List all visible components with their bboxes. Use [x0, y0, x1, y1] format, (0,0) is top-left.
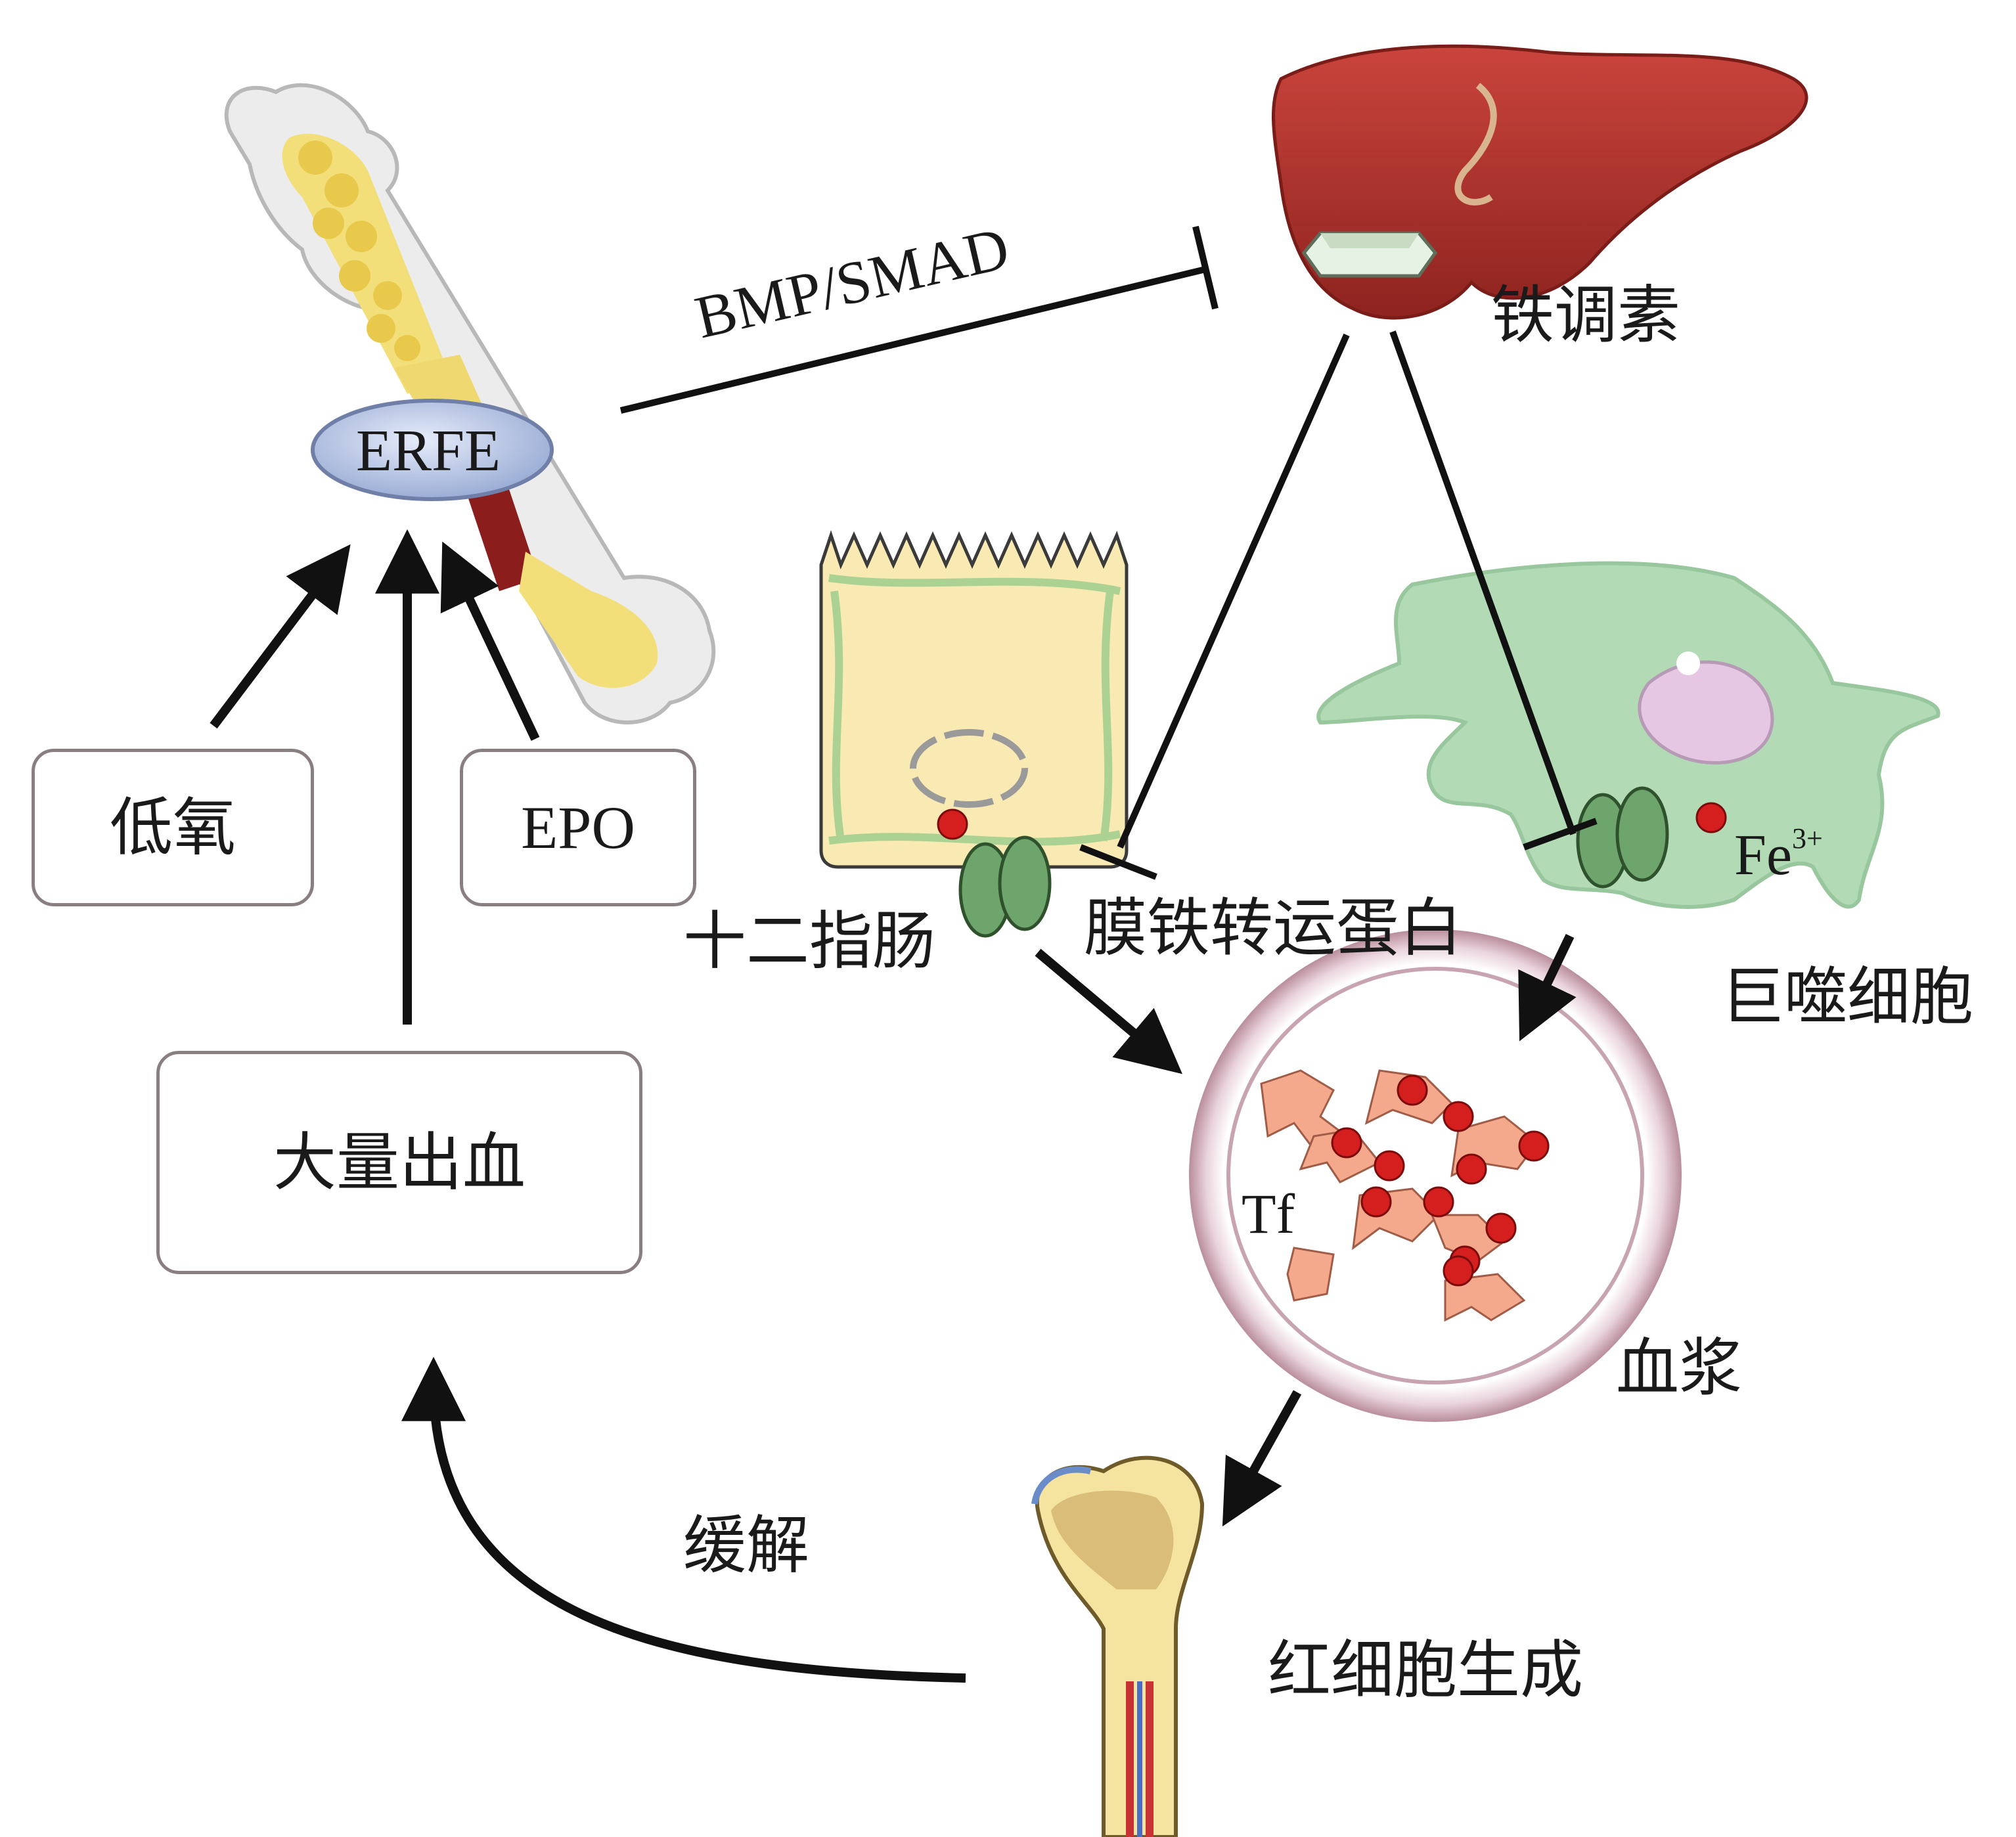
fe-symbol: Fe: [1734, 824, 1792, 887]
arrows: [210, 529, 1577, 1683]
hypoxia-to-erfe-arrow: [210, 544, 351, 729]
hepcidin-label: 铁调素: [1491, 278, 1680, 352]
ferroportin-macrophage-icon: [1576, 786, 1669, 889]
macrophage-illustration: [1316, 561, 1940, 909]
hepcidin-inhibits-duodenum-bar: [1079, 844, 1157, 880]
epo-label: EPO: [521, 794, 635, 861]
iron-atoms-plasma: [1331, 1074, 1550, 1287]
erfe-inhibits-hepcidin-bar: [1192, 225, 1219, 310]
macrophage-to-plasma-arrow: [1518, 933, 1577, 1042]
hepcidin-inhibits-duodenum-line: [1117, 333, 1350, 849]
epo-box: EPO: [460, 749, 696, 906]
relief-curve-arrow: [401, 1356, 966, 1683]
erfe-oval: [311, 399, 554, 501]
erythropoiesis-label: 红细胞生成: [1268, 1633, 1583, 1707]
massive-bleeding-box: 大量出血: [156, 1051, 642, 1274]
plasma-label: 血浆: [1616, 1331, 1742, 1405]
hepcidin-inhibits-macrophage-line: [1389, 330, 1577, 835]
ferroportin-duodenum-icon: [958, 835, 1052, 938]
ferroportin-label: 膜铁转运蛋白: [1084, 891, 1462, 965]
duodenum-cell-illustration: [819, 530, 1129, 869]
plasma-to-erythropoiesis-arrow: [1222, 1390, 1302, 1527]
erfe-label: ERFE: [356, 418, 501, 483]
inhibition-lines: [619, 225, 1598, 880]
bone-marrow-illustration: [1031, 1455, 1205, 1837]
transferrin-label: Tf: [1242, 1182, 1295, 1245]
relief-label: 缓解: [683, 1509, 809, 1582]
plasma-circle: [1189, 929, 1682, 1422]
hypoxia-label: 低氧: [110, 791, 236, 864]
hepcidin-inhibits-macrophage-bar: [1523, 818, 1598, 851]
massive-bleeding-label: 大量出血: [273, 1126, 526, 1199]
fe-charge: 3+: [1792, 822, 1823, 854]
macrophage-label: 巨噬细胞: [1721, 960, 1973, 1034]
fe-ion-label: Fe3+: [1734, 824, 1823, 885]
erfe-inhibits-hepcidin-line: [619, 266, 1207, 414]
hepcidin-icon: [1301, 231, 1438, 278]
epo-to-erfe-arrow: [440, 541, 540, 741]
duodenum-label: 十二指肠: [683, 904, 935, 978]
duodenum-to-plasma-arrow: [1035, 948, 1182, 1074]
hypoxia-box: 低氧: [32, 749, 314, 906]
